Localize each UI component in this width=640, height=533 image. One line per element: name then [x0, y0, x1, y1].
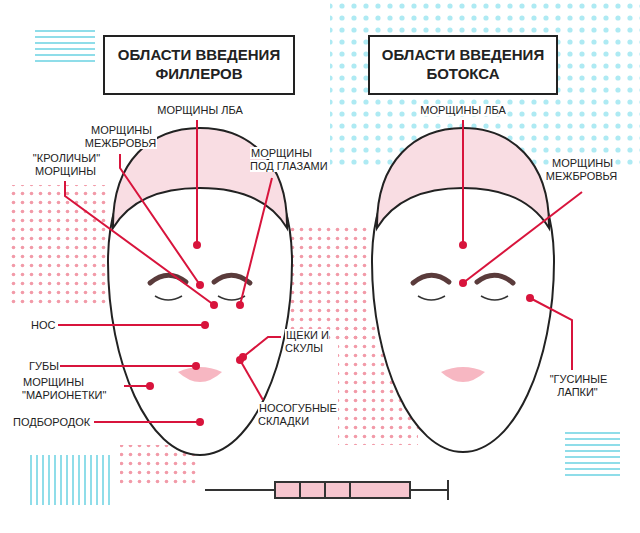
area-label: МОРЩИНЫ ЛБА: [419, 104, 507, 116]
title-box: ОБЛАСТИ ВВЕДЕНИЯ ФИЛЛЕРОВ: [103, 35, 295, 95]
area-label: ЩЕКИ И СКУЛЫ: [285, 329, 329, 354]
area-label: ПОДБОРОДОК: [12, 416, 91, 428]
label-holder: НОС: [30, 319, 70, 332]
label-holder: "ГУСИНЫЕ ЛАПКИ": [538, 373, 618, 399]
area-label: МОРЩИНЫ МЕЖБРОВЬЯ: [85, 124, 158, 149]
label-holder: ГУБЫ: [28, 360, 68, 373]
label-holder: ПОДБОРОДОК: [12, 416, 94, 429]
area-label: МОРЩИНЫ ЛБА: [156, 104, 244, 116]
label-holder: МОРЩИНЫ МЕЖБРОВЬЯ: [540, 157, 624, 183]
area-label: МОРЩИНЫ МЕЖБРОВЬЯ: [546, 157, 619, 182]
area-label: НОСОГУБНЫЕ СКЛАДКИ: [258, 402, 337, 427]
area-label: МОРЩИНЫ ПОД ГЛАЗАМИ: [250, 147, 329, 172]
label-holder: ЩЕКИ И СКУЛЫ: [285, 329, 355, 355]
title-box: ОБЛАСТИ ВВЕДЕНИЯ БОТОКСА: [368, 35, 558, 95]
title-text: ОБЛАСТИ ВВЕДЕНИЯ БОТОКСА: [370, 46, 556, 84]
area-label: МОРЩИНЫ "МАРИОНЕТКИ": [22, 376, 107, 401]
label-holder: МОРЩИНЫ ЛБА: [145, 104, 255, 117]
label-holder: НОСОГУБНЫЕ СКЛАДКИ: [258, 402, 353, 428]
label-holder: МОРЩИНЫ ЛБА: [408, 104, 518, 117]
label-holder: "КРОЛИЧЬИ" МОРЩИНЫ: [24, 152, 108, 178]
area-label: "КРОЛИЧЬИ" МОРЩИНЫ: [32, 152, 100, 177]
label-holder: МОРЩИНЫ ПОД ГЛАЗАМИ: [250, 147, 334, 173]
label-holder: МОРЩИНЫ "МАРИОНЕТКИ": [22, 376, 122, 402]
label-holder: МОРЩИНЫ МЕЖБРОВЬЯ: [80, 124, 162, 150]
area-label: ГУБЫ: [28, 360, 60, 372]
area-label: НОС: [30, 319, 56, 331]
area-label: "ГУСИНЫЕ ЛАПКИ": [549, 373, 608, 398]
title-text: ОБЛАСТИ ВВЕДЕНИЯ ФИЛЛЕРОВ: [105, 46, 293, 84]
